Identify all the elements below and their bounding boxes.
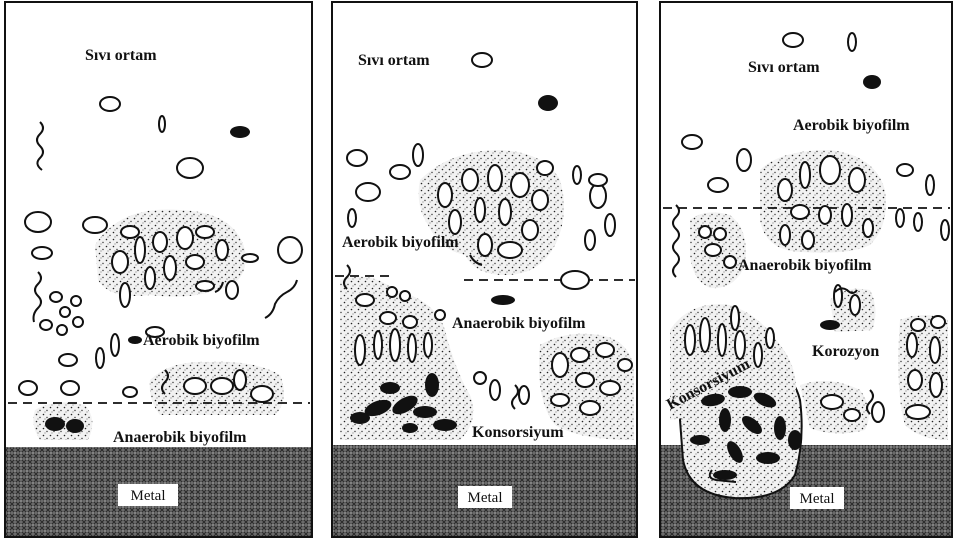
panel-2-liquid-label: Sıvı ortam (358, 52, 430, 69)
panel-2: Metal (332, 2, 637, 537)
panel-1-metal-label: Metal (131, 488, 166, 504)
panel-2-aerobic-label: Aerobik biyofilm (342, 234, 459, 251)
panel-1-anaerobic-label: Anaerobik biyofilm (113, 429, 247, 446)
panel-3-anaerobic-label: Anaerobik biyofilm (738, 257, 872, 274)
panel-1-liquid-label: Sıvı ortam (85, 47, 157, 64)
panel-3-aerobic-label: Aerobik biyofilm (793, 117, 910, 134)
panel-1: Metal (5, 2, 312, 537)
panel-3-metal-label: Metal (800, 491, 835, 507)
panel-3: Metal (660, 2, 952, 537)
panel-3-corrosion-label: Korozyon (812, 343, 879, 360)
panel-1-aerobic-label: Aerobik biyofilm (143, 332, 260, 349)
panel-2-metal-label: Metal (468, 490, 503, 506)
panel-2-anaerobic-label: Anaerobik biyofilm (452, 315, 586, 332)
panel-3-liquid-label: Sıvı ortam (748, 59, 820, 76)
panel-2-consortium-label: Konsorsiyum (472, 424, 564, 441)
